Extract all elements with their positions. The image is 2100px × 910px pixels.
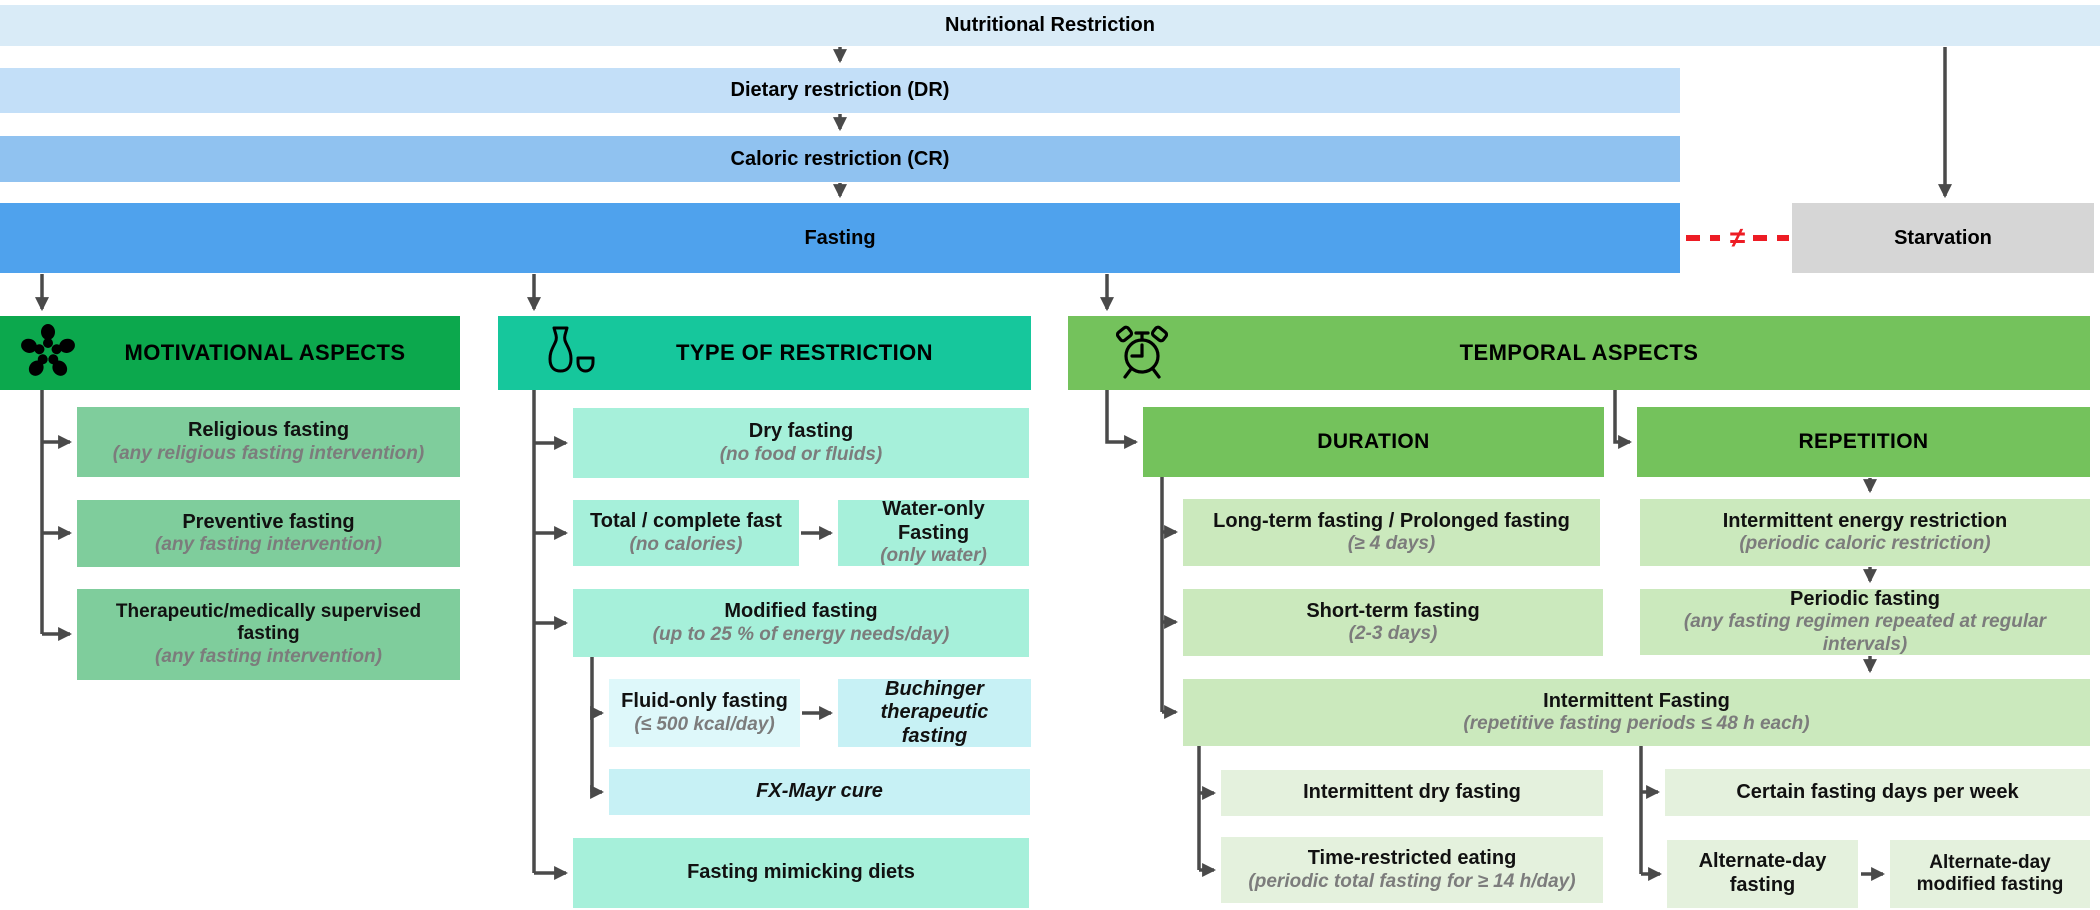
box-subtitle: (periodic caloric restriction): [1739, 533, 1991, 555]
people-group-icon: [21, 324, 75, 376]
header-motivational-aspects: MOTIVATIONAL ASPECTS: [0, 316, 460, 390]
box-title: Fluid-only fasting: [621, 690, 788, 712]
box-time-restricted-eating: Time-restricted eating (periodic total f…: [1221, 837, 1603, 903]
box-subtitle: (≤ 500 kcal/day): [634, 713, 775, 735]
box-intermittent-fasting: Intermittent Fasting (repetitive fasting…: [1183, 679, 2090, 746]
box-subtitle: (any religious fasting intervention): [112, 442, 425, 464]
box-total-complete-fast: Total / complete fast (no calories): [573, 500, 799, 566]
box-therapeutic-fasting: Therapeutic/medically supervised fasting…: [77, 589, 460, 680]
box-title: Therapeutic/medically supervised fasting: [115, 600, 422, 645]
box-title: Fasting mimicking diets: [687, 861, 915, 884]
box-alternate-day-fasting: Alternate-day fasting: [1667, 840, 1858, 908]
box-title: Total / complete fast: [590, 510, 782, 532]
box-title: Dry fasting: [748, 420, 854, 442]
box-periodic-fasting: Periodic fasting (any fasting regimen re…: [1640, 587, 2090, 655]
box-title: Intermittent Fasting: [1543, 689, 1730, 712]
header-label: TYPE OF RESTRICTION: [676, 340, 933, 365]
bar-label: Nutritional Restriction: [944, 14, 1155, 36]
header-label: MOTIVATIONAL ASPECTS: [124, 340, 406, 365]
box-dry-fasting: Dry fasting (no food or fluids): [573, 408, 1029, 478]
box-title: Religious fasting: [187, 419, 350, 441]
header-repetition: REPETITION: [1637, 407, 2090, 477]
box-subtitle: (periodic total fasting for ≥ 14 h/day): [1248, 870, 1576, 892]
bar-dietary-restriction: Dietary restriction (DR): [0, 68, 1680, 113]
box-title: Short-term fasting: [1306, 599, 1480, 622]
box-buchinger-therapeutic-fasting: Buchinger therapeutic fasting: [838, 677, 1031, 747]
header-duration: DURATION: [1143, 407, 1604, 477]
header-label: DURATION: [1317, 430, 1430, 453]
header-label: REPETITION: [1798, 430, 1929, 453]
box-preventive-fasting: Preventive fasting (any fasting interven…: [77, 500, 460, 567]
box-certain-fasting-days-per-week: Certain fasting days per week: [1665, 769, 2090, 816]
box-fx-mayr-cure: FX-Mayr cure: [609, 769, 1030, 815]
box-subtitle: (up to 25 % of energy needs/day): [652, 623, 950, 645]
box-fasting-mimicking-diets: Fasting mimicking diets: [573, 838, 1029, 908]
box-modified-fasting: Modified fasting (up to 25 % of energy n…: [573, 589, 1029, 657]
box-subtitle: (2-3 days): [1348, 623, 1438, 645]
bar-label: Caloric restriction (CR): [730, 147, 950, 170]
box-title: Alternate-day fasting: [1698, 850, 1827, 896]
box-subtitle: (repetitive fasting periods ≤ 48 h each): [1463, 713, 1810, 735]
box-title: Periodic fasting: [1789, 587, 1941, 610]
box-subtitle: (≥ 4 days): [1347, 533, 1436, 555]
box-title: Long-term fasting / Prolonged fasting: [1213, 509, 1570, 532]
alarm-clock-icon: [1115, 325, 1169, 379]
box-title: Water-only Fasting: [882, 498, 985, 544]
box-title: Preventive fasting: [182, 510, 355, 533]
box-water-only-fasting: Water-only Fasting (only water): [838, 498, 1029, 567]
header-label: TEMPORAL ASPECTS: [1459, 340, 1699, 365]
box-subtitle: (any fasting regimen repeated at regular…: [1683, 611, 2047, 655]
box-alternate-day-modified-fasting: Alternate-day modified fasting: [1890, 840, 2090, 908]
box-title: Intermittent dry fasting: [1303, 781, 1521, 804]
bar-caloric-restriction: Caloric restriction (CR): [0, 136, 1680, 182]
box-religious-fasting: Religious fasting (any religious fasting…: [77, 407, 460, 477]
box-title: Intermittent energy restriction: [1722, 509, 2008, 532]
box-title: Time-restricted eating: [1307, 847, 1517, 869]
box-title: Alternate-day modified fasting: [1916, 851, 2064, 895]
box-subtitle: (no calories): [629, 533, 743, 555]
box-intermittent-dry-fasting: Intermittent dry fasting: [1221, 770, 1603, 816]
box-subtitle: (any fasting intervention): [155, 645, 382, 667]
box-title: Buchinger therapeutic fasting: [880, 677, 989, 747]
carafe-cup-icon: [548, 326, 595, 373]
header-temporal-aspects: TEMPORAL ASPECTS: [1068, 316, 2090, 390]
box-starvation: Starvation: [1792, 203, 2094, 273]
bar-label: Dietary restriction (DR): [730, 79, 950, 101]
box-label: Starvation: [1894, 226, 1992, 249]
bar-fasting: Fasting: [0, 203, 1680, 273]
box-title: Certain fasting days per week: [1736, 780, 2019, 803]
box-short-term-fasting: Short-term fasting (2-3 days): [1183, 589, 1603, 656]
box-subtitle: (only water): [880, 545, 987, 567]
box-long-term-fasting: Long-term fasting / Prolonged fasting (≥…: [1183, 499, 1600, 566]
box-intermittent-energy-restriction: Intermittent energy restriction (periodi…: [1640, 499, 2090, 566]
bar-nutritional-restriction: Nutritional Restriction: [0, 5, 2100, 46]
header-type-of-restriction: TYPE OF RESTRICTION: [498, 316, 1031, 390]
box-subtitle: (any fasting intervention): [155, 534, 382, 556]
box-title: Modified fasting: [724, 600, 878, 622]
not-equal-symbol: ≠: [1725, 224, 1749, 252]
box-title: FX-Mayr cure: [756, 780, 883, 803]
box-fluid-only-fasting: Fluid-only fasting (≤ 500 kcal/day): [609, 679, 800, 747]
box-subtitle: (no food or fluids): [719, 443, 883, 465]
bar-label: Fasting: [804, 226, 876, 249]
